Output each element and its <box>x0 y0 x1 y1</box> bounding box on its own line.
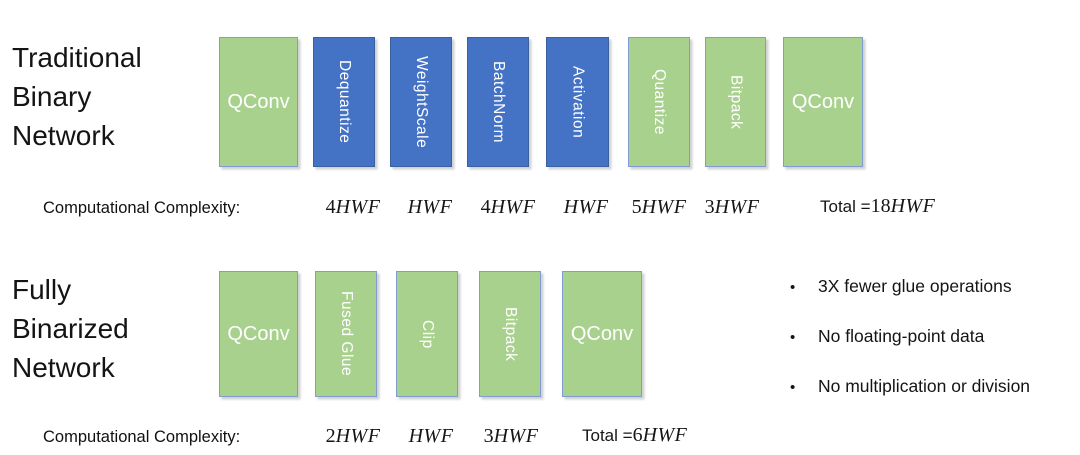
total-label: Total = <box>820 197 871 216</box>
title-line: Network <box>12 120 115 151</box>
block-label: Quantize <box>651 68 668 136</box>
total-label: Total = <box>582 426 633 445</box>
bullet-icon: • <box>790 329 796 346</box>
block-qconv-1: QConv <box>219 37 298 167</box>
block-label: QConv <box>227 90 290 113</box>
block-label: QConv <box>570 322 634 345</box>
block-label: Fused Glue <box>338 291 355 377</box>
list-item: • 3X fewer glue operations <box>790 276 1030 297</box>
block-quantize: Quantize <box>628 37 690 167</box>
total-variables: HWF <box>642 424 688 446</box>
title-line: Traditional <box>12 42 142 73</box>
block-weightscale: WeightScale <box>390 37 452 167</box>
title-line: Fully <box>12 274 72 305</box>
complexity-label-traditional: Computational Complexity: <box>43 199 241 217</box>
binarized-network-title: Fully Binarized Network <box>12 270 129 387</box>
block-label: Clip <box>419 319 436 349</box>
block-label: Activation <box>569 65 587 139</box>
bullet-icon: • <box>790 279 796 296</box>
bullet-text: 3X fewer glue operations <box>818 276 1012 296</box>
block-label: WeightScale <box>413 55 430 149</box>
block-clip: Clip <box>396 271 458 397</box>
block-bitpack-bottom: Bitpack <box>479 271 541 397</box>
total-coefficient: 6 <box>632 424 643 446</box>
total-variables: HWF <box>890 195 936 217</box>
title-line: Network <box>12 352 115 383</box>
block-qconv-3: QConv <box>219 271 298 397</box>
block-label: QConv <box>227 322 290 345</box>
list-item: • No floating-point data <box>790 326 1030 347</box>
bullet-text: No floating-point data <box>818 326 985 346</box>
complexity-value: 3HWF <box>704 196 760 218</box>
block-dequantize: Dequantize <box>313 37 375 167</box>
complexity-value: 4HWF <box>480 196 536 218</box>
traditional-network-title: Traditional Binary Network <box>12 38 142 155</box>
block-fused-glue: Fused Glue <box>315 271 377 397</box>
block-label: QConv <box>791 90 855 113</box>
block-label: Bitpack <box>502 306 519 362</box>
complexity-value: 4HWF <box>325 196 381 218</box>
bullet-text: No multiplication or division <box>818 376 1031 396</box>
complexity-value: 3HWF <box>483 425 539 447</box>
complexity-value: HWF <box>407 196 453 218</box>
title-line: Binary <box>12 81 92 112</box>
title-line: Binarized <box>12 313 129 344</box>
block-label: BatchNorm <box>490 60 507 144</box>
benefits-list: • 3X fewer glue operations • No floating… <box>790 276 1030 426</box>
block-qconv-2: QConv <box>783 37 863 167</box>
block-qconv-4: QConv <box>562 271 642 397</box>
bullet-icon: • <box>790 379 796 396</box>
block-label: Bitpack <box>727 74 745 130</box>
complexity-label-binarized: Computational Complexity: <box>43 428 241 446</box>
total-coefficient: 18 <box>870 195 891 217</box>
block-label: Dequantize <box>336 60 353 144</box>
total-traditional: Total = 18 HWF <box>820 195 935 218</box>
complexity-value: 5HWF <box>631 196 687 218</box>
total-binarized: Total = 6 HWF <box>582 424 687 447</box>
block-activation: Activation <box>546 37 609 167</box>
complexity-value: 2HWF <box>325 425 381 447</box>
block-batchnorm: BatchNorm <box>467 37 529 167</box>
complexity-value: HWF <box>563 196 609 218</box>
block-bitpack-top: Bitpack <box>705 37 766 167</box>
list-item: • No multiplication or division <box>790 376 1030 397</box>
complexity-value: HWF <box>408 425 454 447</box>
